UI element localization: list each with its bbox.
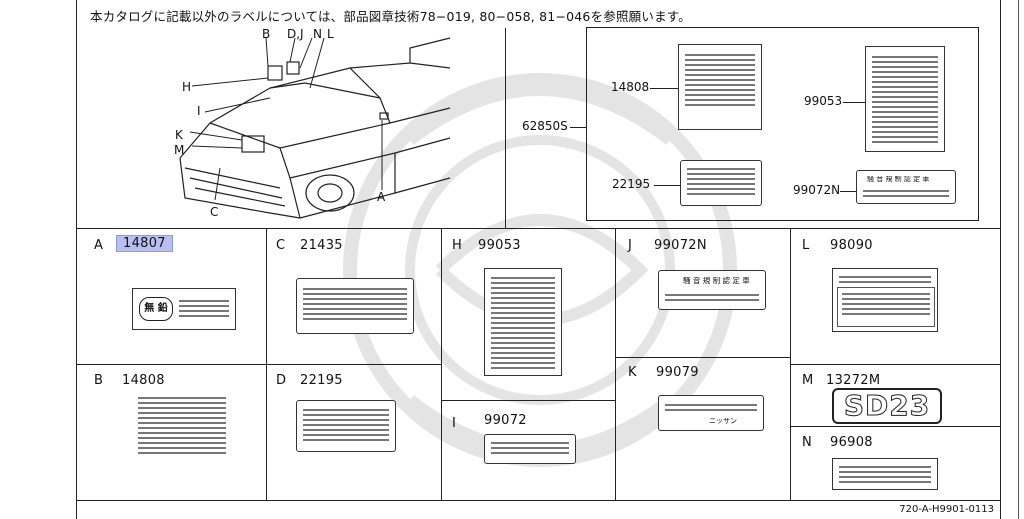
callout-99072n-line bbox=[840, 191, 856, 192]
cell-a-part-number[interactable]: 14807 bbox=[116, 235, 173, 252]
callout-99053-line bbox=[843, 102, 865, 103]
callout-c: C bbox=[210, 205, 219, 219]
frame-left-line bbox=[76, 0, 77, 519]
catalog-reference: 720-A-H9901-0113 bbox=[899, 504, 994, 515]
callout-i: I bbox=[197, 104, 201, 118]
cell-k-part-number[interactable]: 99079 bbox=[656, 365, 699, 380]
callout-h: H bbox=[182, 80, 192, 94]
cell-k-letter: K bbox=[628, 365, 637, 380]
page-edge-line bbox=[1018, 0, 1019, 519]
grid-col-3 bbox=[615, 228, 616, 500]
cell-i-label bbox=[484, 434, 576, 464]
cell-d-part-number[interactable]: 22195 bbox=[300, 373, 343, 388]
cell-m-emblem: SD23 bbox=[832, 388, 942, 424]
overview-label-14808 bbox=[678, 44, 762, 130]
cell-m-part-number[interactable]: 13272M bbox=[826, 373, 881, 388]
cell-d-letter: D bbox=[276, 373, 287, 388]
cell-l-letter: L bbox=[802, 238, 810, 253]
cell-m-letter: M bbox=[802, 373, 814, 388]
grid-col-1 bbox=[266, 228, 267, 500]
cell-c-letter: C bbox=[276, 238, 286, 253]
callout-14808: 14808 bbox=[611, 80, 650, 94]
cell-a-label: 無 鉛 bbox=[132, 288, 236, 330]
callout-m: M bbox=[174, 143, 185, 157]
grid-mid-line-left bbox=[76, 364, 441, 365]
cell-n-letter: N bbox=[802, 435, 812, 450]
callout-22195-line bbox=[654, 185, 680, 186]
grid-bottom-line bbox=[76, 500, 1000, 501]
grid-mid-line-m-n bbox=[790, 426, 1000, 427]
cell-j-part-number[interactable]: 99072N bbox=[654, 238, 707, 253]
cell-j-letter: J bbox=[628, 238, 632, 253]
cell-b-letter: B bbox=[94, 373, 103, 388]
cell-c-label bbox=[296, 278, 414, 334]
grid-mid-line-j-k bbox=[615, 357, 790, 358]
callout-22195: 22195 bbox=[612, 177, 651, 191]
grid-mid-line-l-m bbox=[790, 364, 1000, 365]
cell-k-label: ニッサン bbox=[658, 395, 764, 431]
top-divider bbox=[505, 28, 506, 228]
cell-i-letter: I bbox=[452, 416, 456, 431]
callout-l: L bbox=[327, 27, 334, 41]
overview-label-22195 bbox=[680, 160, 762, 206]
callout-dj: D,J bbox=[287, 27, 304, 41]
cell-n-label bbox=[832, 458, 938, 490]
cell-i-part-number[interactable]: 99072 bbox=[484, 413, 527, 428]
cell-l-label bbox=[832, 268, 938, 332]
cell-j-label: 騒 音 規 制 認 定 車 bbox=[658, 270, 766, 310]
callout-62850s: 62850S bbox=[522, 119, 568, 133]
callout-n: N bbox=[313, 27, 322, 41]
callout-62850s-line bbox=[570, 127, 586, 128]
cell-h-part-number[interactable]: 99053 bbox=[478, 238, 521, 253]
frame-right-line bbox=[1000, 0, 1001, 519]
cell-n-part-number[interactable]: 96908 bbox=[830, 435, 873, 450]
callout-99072n: 99072N bbox=[793, 183, 841, 197]
cell-d-label bbox=[296, 400, 396, 452]
cell-b-label bbox=[132, 392, 232, 476]
reference-note: 本カタログに記載以外のラベルについては、部品図章技術78−019, 80−058… bbox=[90, 9, 691, 24]
overview-label-99072n: 騒 音 規 制 認 定 車 bbox=[856, 170, 956, 204]
grid-top-line bbox=[76, 228, 1000, 229]
tire-pressure-table bbox=[837, 287, 935, 327]
cell-h-label bbox=[484, 268, 562, 376]
cell-a-letter: A bbox=[94, 238, 103, 253]
unleaded-badge: 無 鉛 bbox=[139, 297, 173, 321]
cell-h-letter: H bbox=[452, 238, 462, 253]
grid-mid-line-h-i bbox=[441, 400, 615, 401]
callout-a: A bbox=[377, 190, 386, 204]
callout-14808-line bbox=[650, 88, 678, 89]
callout-99053: 99053 bbox=[804, 94, 843, 108]
vehicle-illustration bbox=[179, 37, 451, 219]
cell-l-part-number[interactable]: 98090 bbox=[830, 238, 873, 253]
cell-b-part-number[interactable]: 14808 bbox=[122, 373, 165, 388]
cell-c-part-number[interactable]: 21435 bbox=[300, 238, 343, 253]
overview-box bbox=[586, 27, 979, 221]
grid-col-4 bbox=[790, 228, 791, 500]
callout-b: B bbox=[262, 27, 271, 41]
grid-col-2 bbox=[441, 228, 442, 500]
callout-k: K bbox=[175, 128, 183, 142]
overview-label-99053 bbox=[865, 46, 945, 152]
